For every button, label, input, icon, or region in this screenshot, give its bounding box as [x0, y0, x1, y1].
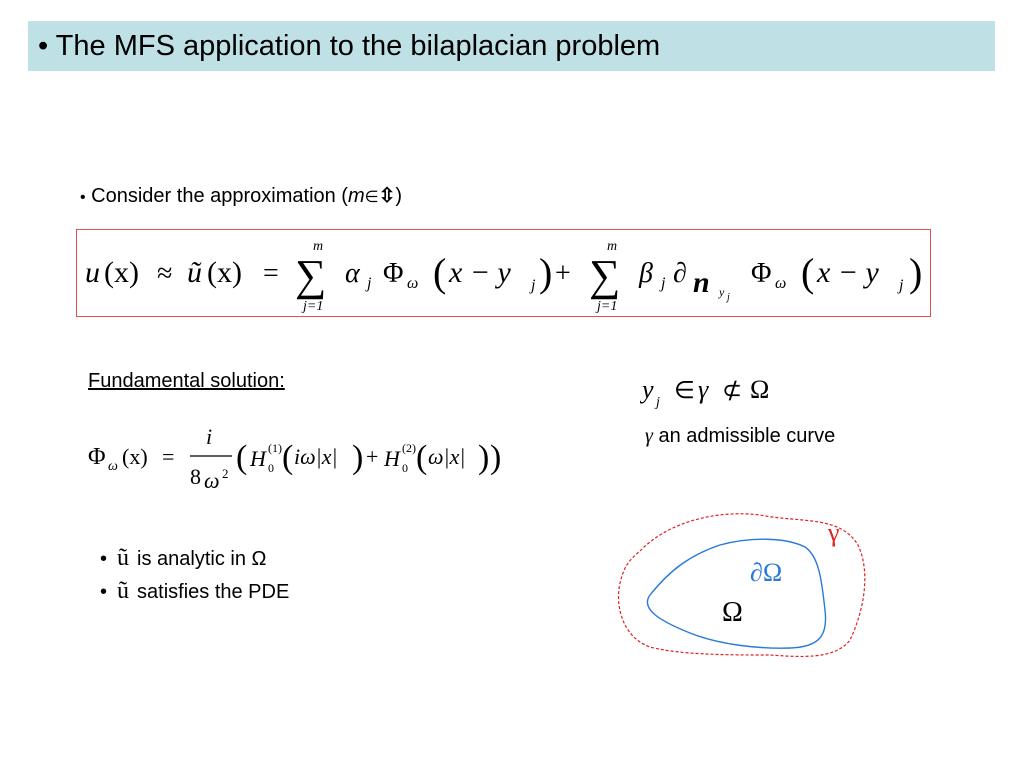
yj-condition: y j ∈ γ ⊄ Ω — [639, 372, 800, 423]
sum2-top: m — [607, 239, 617, 254]
fs-den-8: 8 — [190, 464, 201, 489]
fs-numerator: i — [206, 424, 212, 449]
fs-close-outer: ) — [490, 439, 501, 476]
sum2-bottom: j=1 — [595, 299, 617, 314]
eq-alpha: α — [345, 258, 361, 289]
gamma-label: γ — [827, 518, 840, 547]
eq-phi-1: Φ — [383, 258, 403, 289]
fs-term1: iω|x| — [294, 444, 338, 469]
property-text: is analytic in Ω — [137, 548, 267, 570]
bullet: • — [80, 189, 86, 206]
property-text: satisfies the PDE — [137, 581, 290, 603]
list-item: • ũ is analytic in Ω — [100, 545, 289, 578]
sum2-symbol: ∑ — [589, 251, 620, 300]
fs-open-1: ( — [282, 439, 293, 476]
domain-diagram: γ ∂Ω Ω — [610, 505, 870, 670]
eq-arg-2: x − y — [816, 256, 880, 289]
sum1-top: m — [313, 239, 323, 254]
eq-beta: β — [638, 258, 653, 289]
gamma-curve — [617, 513, 866, 658]
fs-H1-sup: (1) — [268, 441, 282, 455]
eq-arg-1-sub: j — [529, 277, 536, 294]
yj-in: ∈ — [674, 378, 695, 404]
eq-close-paren-2: ) — [909, 250, 922, 295]
yj-y: y — [640, 375, 654, 404]
u-tilde-symbol: ũ — [117, 545, 130, 571]
fs-den-omega: ω — [204, 468, 220, 493]
fs-H1: H — [249, 446, 267, 471]
eq-beta-sub: j — [659, 275, 666, 292]
bullet: • — [100, 548, 108, 570]
omega-boundary — [646, 538, 827, 649]
fs-open-2: ( — [416, 439, 427, 476]
slide-title: • The MFS application to the bilaplacian… — [38, 29, 661, 62]
eq-arg-2-sub: j — [897, 277, 904, 294]
set-symbol: ⇳ — [378, 185, 396, 207]
main-equation-box: u (x) ≈ ũ (x) = m ∑ j=1 α j Φ ω ( x − y … — [76, 229, 931, 317]
eq-arg-1: x − y — [448, 256, 512, 289]
yj-gamma: γ — [698, 375, 709, 404]
eq-u-arg: (x) — [104, 256, 139, 289]
eq-n-sub-j: j — [725, 292, 730, 303]
fs-H2-sub: 0 — [402, 461, 408, 475]
close-paren: ) — [395, 185, 403, 207]
sum1-bottom: j=1 — [301, 299, 323, 314]
fs-den-pow: 2 — [222, 466, 229, 481]
eq-tilde-u-arg: (x) — [207, 256, 242, 289]
fs-close-2: ) — [478, 439, 489, 476]
fs-arg: (x) — [122, 444, 148, 469]
eq-n-sub-y: y — [718, 285, 725, 299]
eq-tilde-u: ũ — [187, 256, 202, 289]
approximation-text: Consider the approximation ( — [91, 185, 348, 207]
eq-phi-2-sub: ω — [775, 275, 786, 292]
fs-close-1: ) — [352, 439, 363, 476]
eq-open-paren-2: ( — [801, 250, 814, 295]
fundamental-solution-label: Fundamental solution: — [88, 370, 285, 392]
eq-n: n — [693, 266, 710, 299]
fundamental-solution-formula: Φ ω (x) = i 8 ω 2 ( H (1) 0 ( iω|x| ) + … — [86, 420, 516, 505]
fs-H1-sub: 0 — [268, 461, 274, 475]
eq-equals: = — [263, 258, 279, 289]
fs-H2: H — [383, 446, 401, 471]
u-tilde-symbol: ũ — [117, 578, 130, 604]
properties-list: • ũ is analytic in Ω • ũ satisfies the P… — [100, 545, 289, 611]
curve-text: an admissible curve — [652, 425, 836, 447]
m-symbol: m — [347, 185, 365, 207]
fs-phi-sub: ω — [108, 459, 118, 474]
yj-omega: Ω — [750, 375, 769, 404]
eq-plus: + — [555, 258, 571, 289]
yj-sub: j — [654, 395, 660, 410]
boundary-label: ∂Ω — [750, 558, 782, 587]
eq-open-paren-1: ( — [433, 250, 446, 295]
admissible-curve-text: γ an admissible curve — [645, 425, 835, 448]
eq-phi-1-sub: ω — [407, 275, 418, 292]
fs-equals: = — [162, 444, 174, 469]
fs-plus: + — [366, 444, 378, 469]
fs-H2-sup: (2) — [402, 441, 416, 455]
bullet: • — [100, 581, 108, 603]
yj-notsub: ⊄ — [722, 378, 742, 404]
fs-term2: ω|x| — [428, 444, 465, 469]
eq-close-paren-1: ) — [539, 250, 552, 295]
eq-partial: ∂ — [673, 258, 687, 289]
main-equation: u (x) ≈ ũ (x) = m ∑ j=1 α j Φ ω ( x − y … — [85, 239, 922, 314]
eq-u: u — [85, 256, 100, 289]
in-symbol: ∈ — [364, 189, 379, 206]
domain-label: Ω — [722, 597, 743, 628]
eq-phi-2: Φ — [751, 258, 771, 289]
eq-alpha-sub: j — [365, 275, 372, 292]
slide-title-bar: • The MFS application to the bilaplacian… — [28, 21, 995, 71]
sum1-symbol: ∑ — [295, 251, 326, 300]
approximation-line: • Consider the approximation (m∈⇳) — [80, 183, 402, 208]
fs-open-outer: ( — [236, 439, 247, 476]
fs-phi: Φ — [88, 444, 106, 470]
eq-approx: ≈ — [157, 258, 172, 289]
list-item: • ũ satisfies the PDE — [100, 578, 289, 611]
curve-gamma: γ — [645, 425, 653, 447]
